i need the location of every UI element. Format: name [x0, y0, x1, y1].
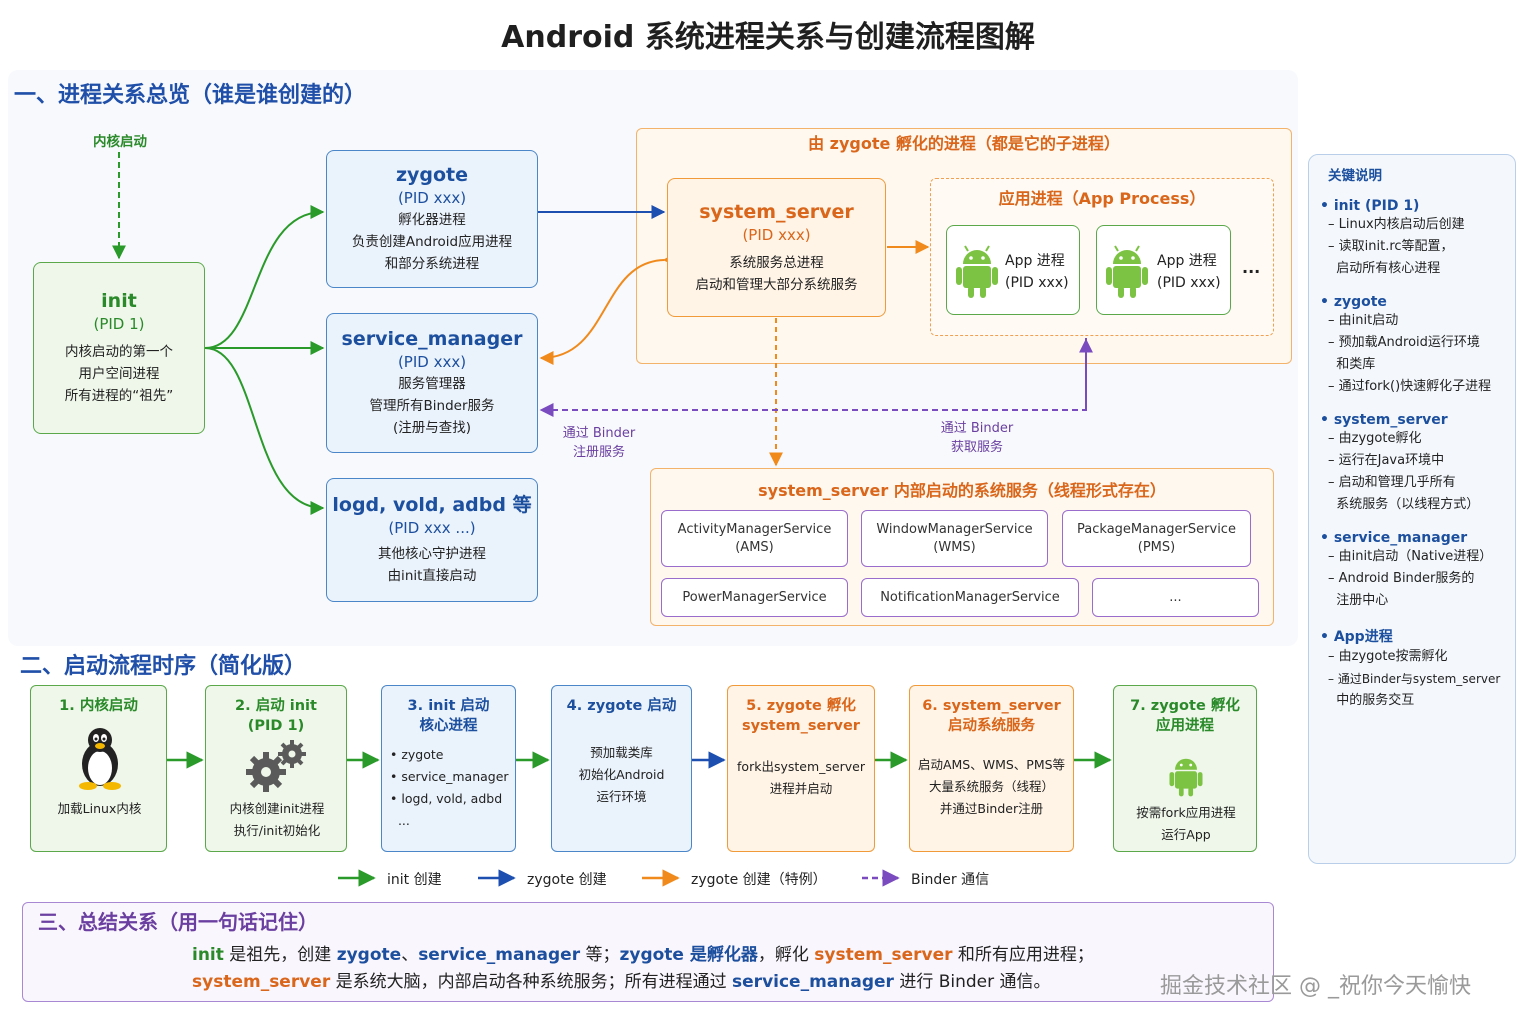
init-to-zygote-arrow	[204, 205, 325, 349]
app-process-box-2[interactable]: App 进程 (PID xxx)	[1096, 225, 1231, 315]
legend-zygote-create: zygote 创建	[527, 872, 607, 888]
legend-binder: Binder 通信	[911, 872, 990, 888]
service-notification[interactable]: NotificationManagerService	[861, 578, 1079, 617]
app-process-box-1[interactable]: App 进程 (PID xxx)	[946, 225, 1080, 315]
daemons-name: logd, vold, adbd 等	[332, 494, 532, 516]
init-desc-1: 内核启动的第一个	[65, 344, 173, 360]
system-services-group-title: system_server 内部启动的系统服务（线程形式存在）	[758, 481, 1166, 500]
step-1[interactable]: 1. 内核启动 加载Linux内核	[30, 685, 167, 852]
notes-panel	[1308, 154, 1516, 864]
ss-desc-2: 启动和管理大部分系统服务	[695, 276, 858, 293]
init-box[interactable]: init (PID 1) 内核启动的第一个 用户空间进程 所有进程的“祖先”	[33, 262, 205, 434]
app-process-group-title: 应用进程（App Process）	[998, 189, 1206, 208]
daemons-desc-1: 其他核心守护进程	[378, 546, 486, 562]
note-service-manager: • service_manager – 由init启动（Native进程） – …	[1320, 530, 1493, 608]
service-more[interactable]: ...	[1092, 578, 1259, 617]
app-2-name: App 进程	[1157, 253, 1217, 269]
service-power[interactable]: PowerManagerService	[661, 578, 848, 617]
zygote-desc-1: 孵化器进程	[398, 212, 466, 228]
step-6[interactable]: 6. system_server 启动系统服务 启动AMS、WMS、PMS等 大…	[909, 685, 1074, 852]
zygote-desc-2: 负责创建Android应用进程	[351, 234, 513, 250]
binder-get-label: 通过 Binder 获取服务	[940, 421, 1014, 455]
gears-icon	[246, 740, 306, 792]
app-2-pid: (PID xxx)	[1157, 275, 1221, 291]
sm-desc-2: 管理所有Binder服务	[369, 398, 495, 414]
notes-content: 关键说明 • init (PID 1) – Linux内核启动后创建 – 读取i…	[1320, 164, 1516, 712]
app-1-name: App 进程	[1005, 253, 1065, 269]
note-zygote: • zygote – 由init启动 – 预加载Android运行环境 和类库 …	[1320, 294, 1492, 394]
ss-pid: (PID xxx)	[742, 225, 811, 244]
zygote-name: zygote	[395, 164, 469, 186]
daemons-pid: (PID xxx ...)	[388, 519, 476, 537]
step-2[interactable]: 2. 启动 init (PID 1) 内核创建init进程 执行/init初始化	[205, 685, 347, 852]
app-1-pid: (PID xxx)	[1005, 275, 1069, 291]
binder-register-arrow	[539, 338, 1087, 417]
legend-init-create: init 创建	[387, 872, 442, 888]
section1-title: 一、进程关系总览（谁是谁创建的）	[14, 83, 367, 108]
sm-desc-3: (注册与查找)	[392, 420, 472, 436]
ss-sm-orange-arrow	[539, 252, 677, 365]
step-4[interactable]: 4. zygote 启动 预加载类库 初始化Android 运行环境	[551, 685, 692, 852]
summary-line-1: init 是祖先，创建 zygote、service_manager 等；zyg…	[192, 945, 1094, 965]
ss-name: system_server	[699, 200, 854, 223]
init-desc-2: 用户空间进程	[78, 366, 160, 382]
init-name: init	[101, 290, 137, 312]
init-desc-3: 所有进程的“祖先”	[64, 388, 174, 404]
android-icon	[1169, 758, 1203, 797]
service-pms[interactable]: PackageManagerService(PMS)	[1062, 510, 1251, 567]
system-server-box[interactable]: system_server (PID xxx) 系统服务总进程 启动和管理大部分…	[667, 178, 886, 317]
note-init: • init (PID 1) – Linux内核启动后创建 – 读取init.r…	[1320, 198, 1465, 276]
page-title: Android 系统进程关系与创建流程图解	[501, 20, 1035, 55]
android-icon	[1106, 245, 1148, 298]
step-5[interactable]: 5. zygote 孵化 system_server fork出system_s…	[727, 685, 875, 852]
app-more: ...	[1242, 258, 1261, 277]
zygote-children-group-title: 由 zygote 孵化的进程（都是它的子进程）	[808, 134, 1120, 153]
sm-pid: (PID xxx)	[397, 353, 467, 371]
note-system-server: • system_server – 由zygote孵化 – 运行在Java环境中…	[1320, 412, 1480, 512]
step-7[interactable]: 7. zygote 孵化 应用进程 按需fork应用进程 运行App	[1113, 685, 1257, 852]
daemons-box[interactable]: logd, vold, adbd 等 (PID xxx ...) 其他核心守护进…	[326, 478, 538, 602]
summary-line-2: system_server 是系统大脑，内部启动各种系统服务；所有进程通过 se…	[192, 972, 1051, 992]
tux-icon	[79, 728, 121, 790]
service-wms[interactable]: WindowManagerService(WMS)	[861, 510, 1048, 567]
ss-desc-1: 系统服务总进程	[729, 254, 824, 271]
init-to-daemons-arrow	[204, 347, 325, 515]
init-pid: (PID 1)	[93, 315, 145, 333]
section3-panel	[22, 902, 1274, 1002]
watermark: 掘金技术社区 @ _祝你今天愉快	[1160, 974, 1471, 999]
sm-name: service_manager	[341, 328, 523, 350]
note-app: • App进程 – 由zygote按需孵化 – 通过Binder与system_…	[1320, 629, 1501, 708]
service-manager-box[interactable]: service_manager (PID xxx) 服务管理器 管理所有Bind…	[326, 313, 538, 453]
section2-title: 二、启动流程时序（简化版）	[20, 654, 307, 679]
notes-title: 关键说明	[1328, 168, 1382, 184]
service-ams[interactable]: ActivityManagerService(AMS)	[661, 510, 848, 567]
step-3[interactable]: 3. init 启动 核心进程 • zygote • service_manag…	[381, 685, 516, 852]
binder-register-label: 通过 Binder 注册服务	[562, 426, 636, 460]
daemons-desc-2: 由init直接启动	[387, 568, 477, 584]
zygote-pid: (PID xxx)	[397, 189, 467, 207]
zygote-box[interactable]: zygote (PID xxx) 孵化器进程 负责创建Android应用进程 和…	[326, 150, 538, 288]
kernel-start-label: 内核启动	[93, 134, 147, 150]
section3-title: 三、总结关系（用一句话记住）	[38, 910, 318, 934]
zygote-desc-3: 和部分系统进程	[384, 256, 480, 272]
android-icon	[956, 245, 998, 298]
sm-desc-1: 服务管理器	[398, 376, 466, 392]
legend-zygote-special: zygote 创建（特例）	[691, 872, 827, 888]
